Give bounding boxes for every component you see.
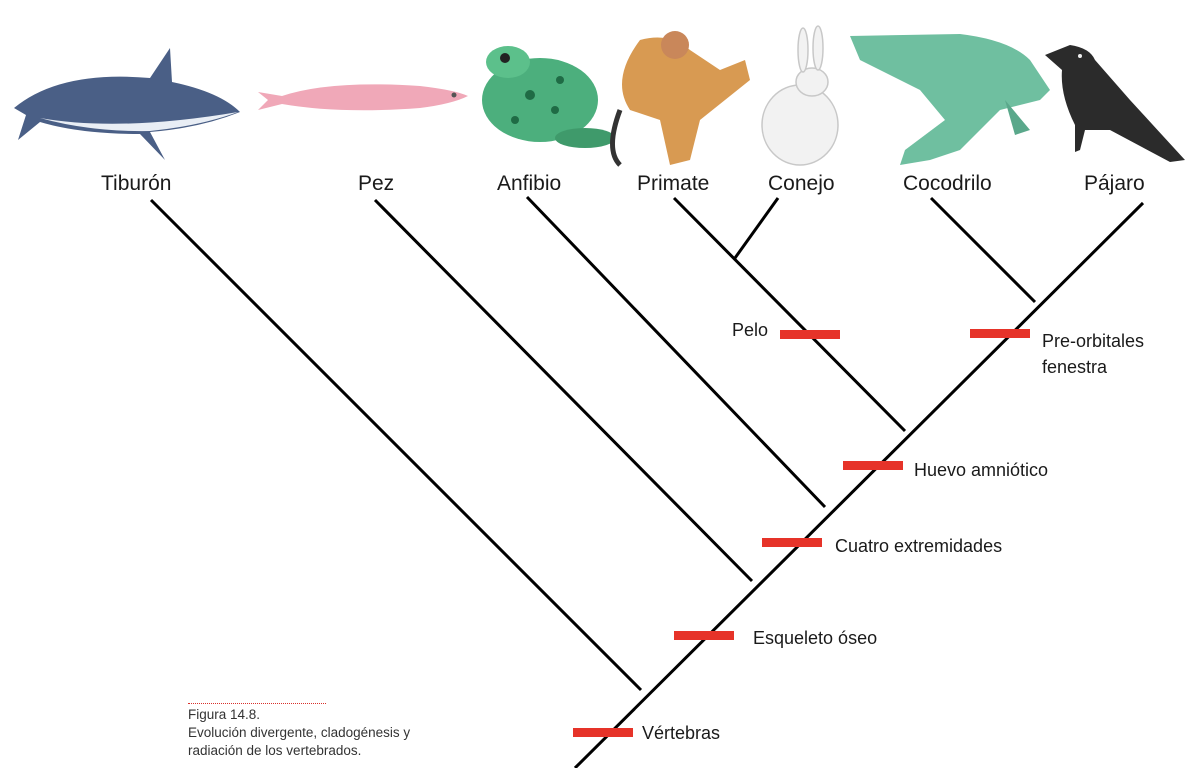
- vertebrae-marker: [573, 728, 633, 737]
- preorbital-marker: [970, 329, 1030, 338]
- taxon-label-shark: Tiburón: [101, 172, 171, 196]
- fish-branch: [375, 200, 752, 581]
- trait-label-amniotic-egg: Huevo amniótico: [914, 457, 1048, 483]
- shark-branch: [151, 200, 641, 690]
- trait-label-bony-skeleton: Esqueleto óseo: [753, 625, 877, 651]
- primate-branch: [674, 198, 905, 431]
- taxon-label-rabbit: Conejo: [768, 172, 835, 196]
- trait-label-vertebrae: Vértebras: [642, 720, 720, 746]
- amphibian-branch: [527, 197, 825, 507]
- taxon-label-fish: Pez: [358, 172, 394, 196]
- amniotic-egg-marker: [843, 461, 903, 470]
- caption-divider: [188, 703, 326, 704]
- bird-illustration: [1045, 45, 1185, 162]
- figure-number: Figura 14.8.: [188, 706, 428, 724]
- taxon-label-primate: Primate: [637, 172, 709, 196]
- taxon-label-bird: Pájaro: [1084, 172, 1145, 196]
- crocodile-illustration: [850, 34, 1050, 165]
- taxon-label-amphibian: Anfibio: [497, 172, 561, 196]
- main-trunk: [575, 203, 1143, 768]
- figure-caption: Figura 14.8. Evolución divergente, clado…: [188, 706, 428, 760]
- shark-illustration: [14, 48, 240, 160]
- fish-illustration: [258, 84, 468, 110]
- hair-marker: [780, 330, 840, 339]
- primate-illustration: [613, 31, 751, 165]
- rabbit-branch: [735, 198, 778, 258]
- trait-label-hair: Pelo: [732, 317, 768, 343]
- frog-illustration: [482, 46, 615, 148]
- four-limbs-marker: [762, 538, 822, 547]
- bony-skeleton-marker: [674, 631, 734, 640]
- rabbit-illustration: [762, 26, 838, 165]
- trait-label-preorbital-2: fenestra: [1042, 354, 1107, 380]
- trait-label-four-limbs: Cuatro extremidades: [835, 533, 1002, 559]
- taxon-label-crocodile: Cocodrilo: [903, 172, 992, 196]
- trait-label-preorbital-1: Pre-orbitales: [1042, 328, 1144, 354]
- figure-caption-text: Evolución divergente, cladogénesis y rad…: [188, 724, 428, 760]
- crocodile-branch: [931, 198, 1035, 302]
